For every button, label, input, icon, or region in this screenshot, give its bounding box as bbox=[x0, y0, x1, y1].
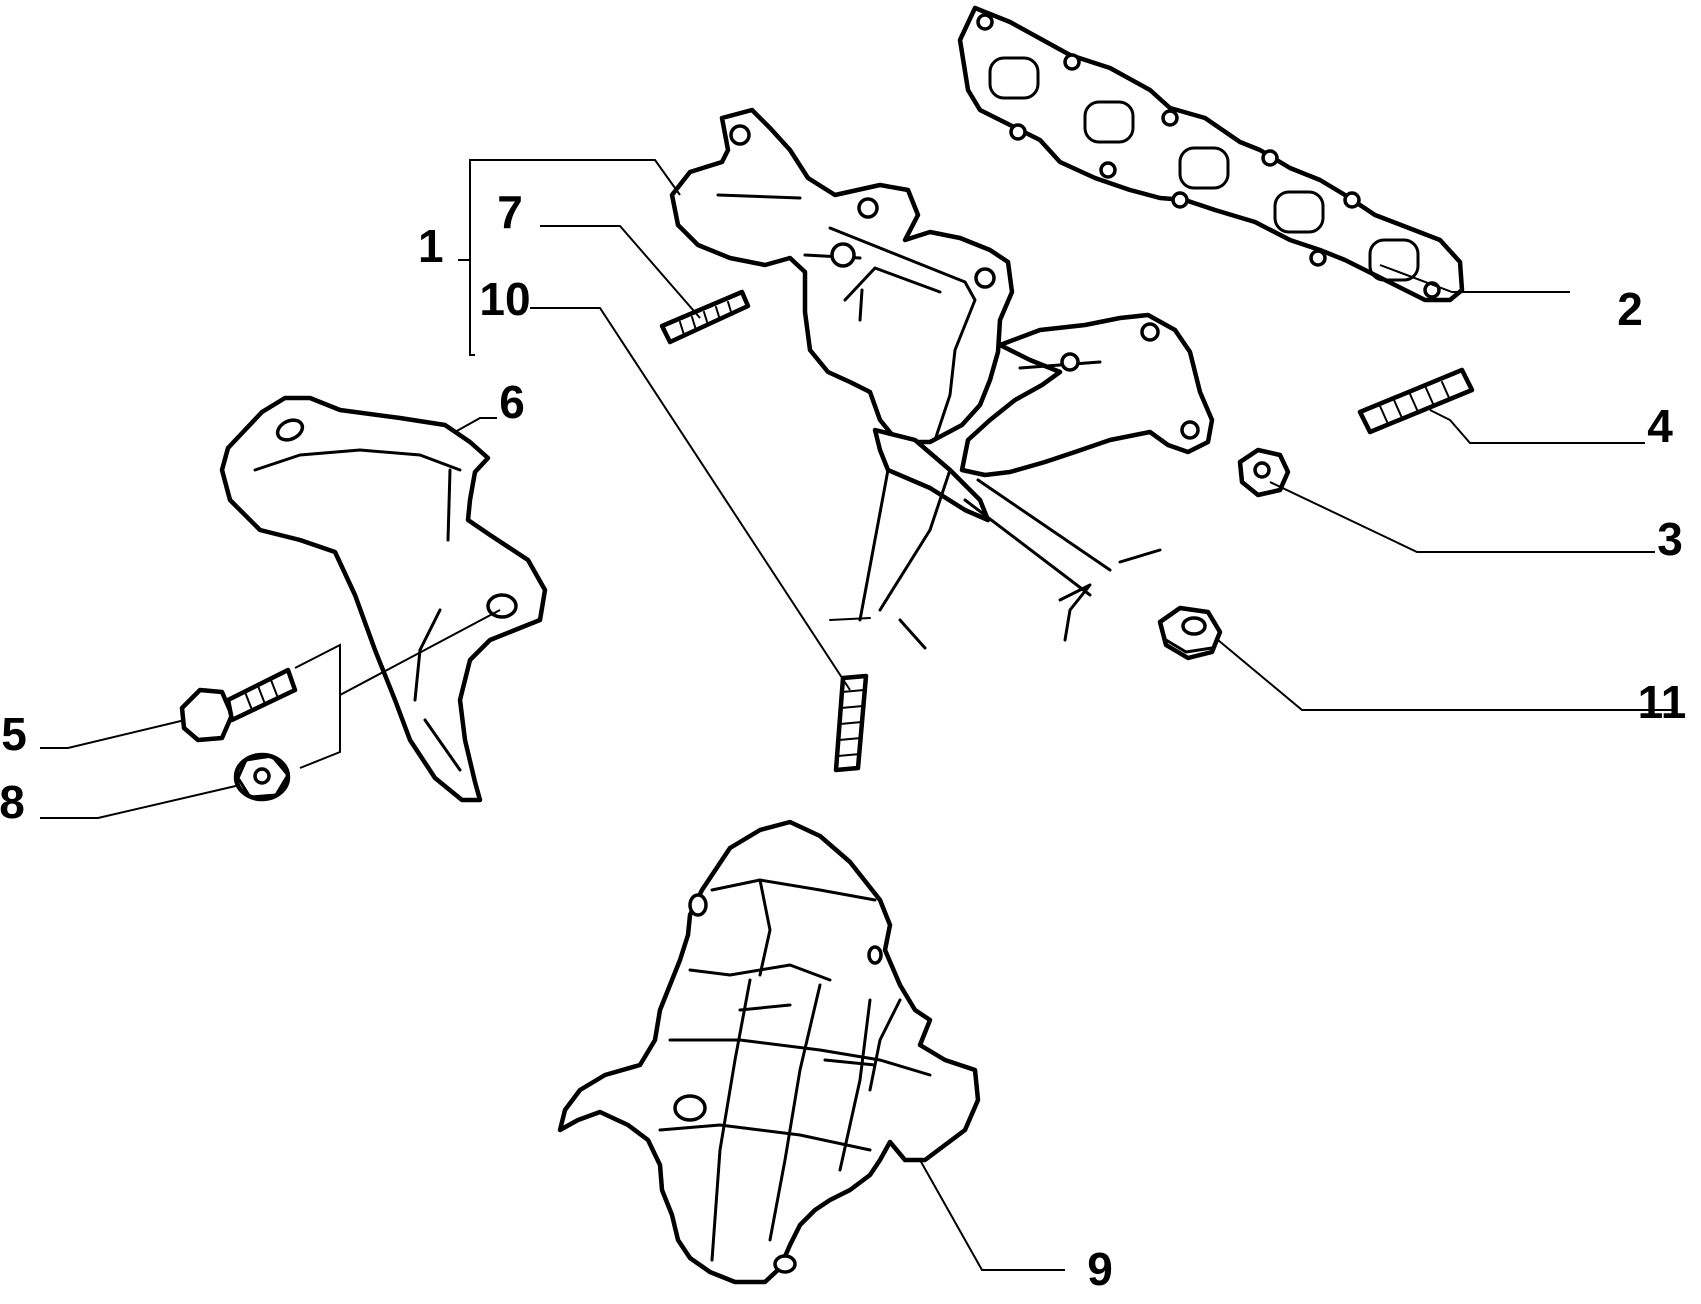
leader-1 bbox=[458, 159, 681, 356]
stud-upper bbox=[659, 289, 751, 345]
leader-7 bbox=[540, 225, 701, 319]
callout-8: 8 bbox=[0, 776, 25, 828]
callout-9: 9 bbox=[1087, 1243, 1113, 1295]
flange-nut bbox=[233, 752, 291, 802]
callout-6: 6 bbox=[499, 376, 525, 428]
leader-8 bbox=[40, 784, 241, 819]
leader-lines bbox=[40, 159, 1672, 1271]
leader-6 bbox=[454, 417, 497, 433]
bolt bbox=[179, 667, 298, 743]
leader-4 bbox=[1429, 409, 1645, 444]
nut-large bbox=[1157, 605, 1223, 661]
callout-3: 3 bbox=[1657, 513, 1683, 565]
exhaust-manifold bbox=[669, 107, 1215, 650]
leader-5 bbox=[40, 719, 186, 749]
heat-shield bbox=[557, 819, 981, 1285]
callout-5: 5 bbox=[1, 708, 27, 760]
callout-1: 1 bbox=[418, 220, 444, 272]
stud-right bbox=[1357, 367, 1475, 435]
manifold-gasket bbox=[957, 5, 1465, 303]
leader-2 bbox=[1379, 264, 1570, 293]
leader-11 bbox=[1217, 639, 1672, 711]
stud-lower bbox=[833, 673, 869, 773]
callout-11: 11 bbox=[1638, 676, 1687, 728]
support-bracket bbox=[219, 395, 548, 803]
leader-10 bbox=[530, 307, 851, 691]
leader-3 bbox=[1269, 481, 1655, 553]
leader-9 bbox=[919, 1159, 1065, 1271]
callout-4: 4 bbox=[1647, 400, 1673, 452]
callout-10: 10 bbox=[479, 273, 530, 325]
leader-bracket-5-8 bbox=[294, 609, 501, 769]
callout-7: 7 bbox=[497, 186, 523, 238]
callout-labels: 1 2 3 4 5 6 7 8 9 10 11 bbox=[0, 186, 1686, 1295]
callout-2: 2 bbox=[1617, 283, 1643, 335]
